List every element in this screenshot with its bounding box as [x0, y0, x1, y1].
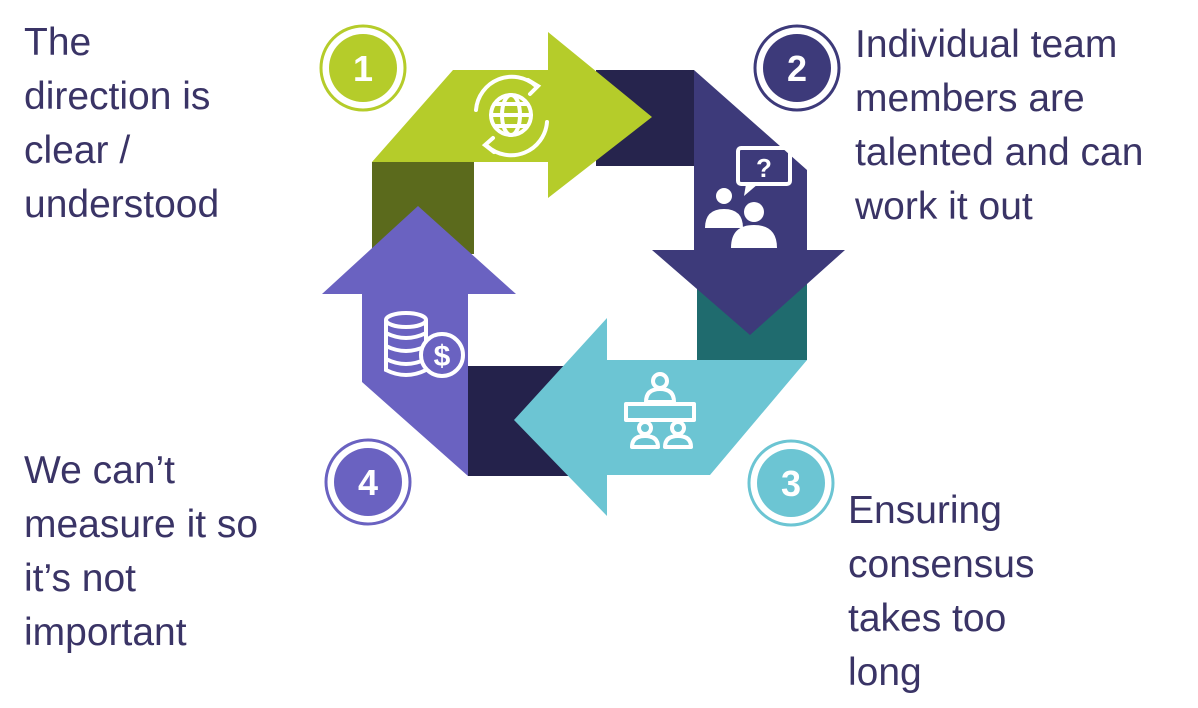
step-2-text: Individual team members are talented and… [855, 18, 1143, 234]
badge-number-1: 1 [353, 48, 373, 89]
step-3-line: long [848, 651, 922, 694]
step-1-line: The [24, 21, 92, 64]
step-2-line: members are [855, 77, 1085, 120]
meeting-table-icon [624, 372, 696, 449]
step-2-line: work it out [855, 185, 1033, 228]
globe-refresh-icon [474, 74, 549, 158]
step-3-text: Ensuring consensus takes too long [848, 484, 1034, 700]
step-3-line: Ensuring [848, 489, 1002, 532]
step-4-line: it’s not [24, 557, 137, 600]
step-4-line: measure it so [24, 503, 259, 546]
step-1-line: clear / [24, 129, 131, 172]
badge-step-3: 3 [747, 439, 835, 527]
step-1-line: understood [24, 183, 220, 226]
step-4-text: We can’t measure it so it’s not importan… [24, 444, 258, 660]
badge-number-3: 3 [781, 463, 801, 504]
badge-step-1: 1 [319, 24, 407, 112]
badge-step-4: 4 [324, 438, 412, 526]
badge-number-4: 4 [358, 462, 378, 503]
badge-step-2: 2 [753, 24, 841, 112]
step-3-line: consensus [848, 543, 1035, 586]
step-3-line: takes too [848, 597, 1007, 640]
people-question-icon: ? [705, 146, 792, 248]
arrow-step-2 [652, 70, 845, 335]
step-2-line: Individual team [855, 23, 1118, 66]
coins-dollar-icon: $ [384, 311, 465, 378]
arrow-step-4 [322, 206, 516, 476]
step-4-line: We can’t [24, 449, 176, 492]
arrow-step-3 [514, 318, 807, 516]
step-1-text: The direction is clear / understood [24, 16, 219, 232]
badge-number-2: 2 [787, 48, 807, 89]
step-1-line: direction is [24, 75, 211, 118]
step-4-line: important [24, 611, 187, 654]
svg-text:?: ? [756, 153, 772, 183]
svg-text:$: $ [434, 340, 451, 373]
step-2-line: talented and can [855, 131, 1144, 174]
